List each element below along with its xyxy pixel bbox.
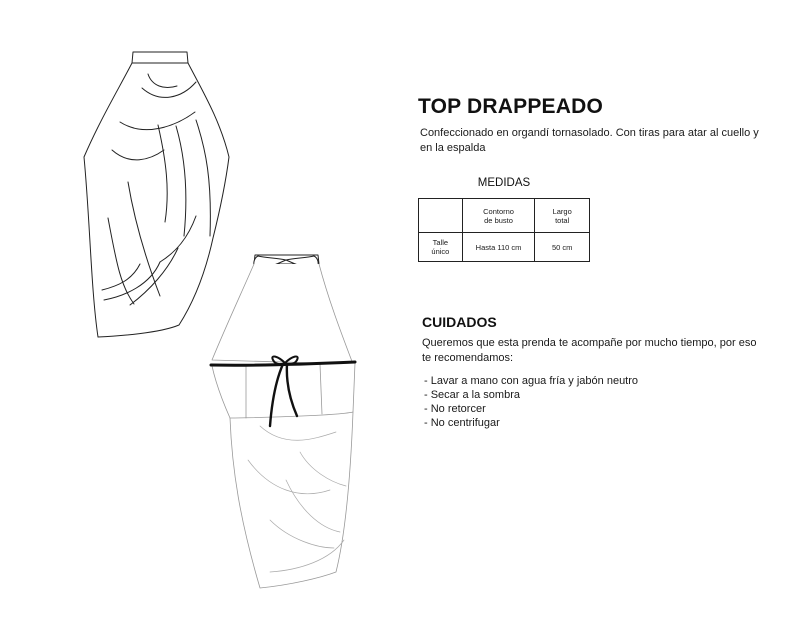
care-item: - No retorcer bbox=[424, 403, 486, 415]
product-description: Confeccionado en organdí tornasolado. Co… bbox=[420, 127, 759, 154]
measures-row: Talle único Hasta 110 cm 50 cm bbox=[418, 232, 590, 262]
product-title: TOP DRAPPEADO bbox=[418, 95, 604, 118]
care-intro: Queremos que esta prenda te acompañe por… bbox=[422, 337, 757, 364]
measures-header-row: Contorno de busto Largo total bbox=[418, 198, 590, 233]
care-heading: CUIDADOS bbox=[422, 314, 497, 330]
front-view-drawing bbox=[83, 51, 230, 338]
measures-cell: 50 cm bbox=[534, 232, 590, 262]
back-view-drawing bbox=[209, 254, 357, 589]
measures-cell: Talle único bbox=[418, 232, 463, 262]
care-list: - Lavar a mano con agua fría y jabón neu… bbox=[424, 374, 638, 430]
care-item: - No centrifugar bbox=[424, 417, 500, 429]
measures-header-cell: Contorno de busto bbox=[461, 198, 536, 233]
care-item: - Secar a la sombra bbox=[424, 389, 520, 401]
measures-header-cell bbox=[418, 198, 463, 233]
measures-heading: MEDIDAS bbox=[477, 177, 531, 189]
measures-cell: Hasta 110 cm bbox=[461, 232, 536, 262]
measures-header-cell: Largo total bbox=[534, 198, 590, 233]
measures-table: Contorno de busto Largo total Talle únic… bbox=[418, 198, 590, 262]
care-item: - Lavar a mano con agua fría y jabón neu… bbox=[424, 375, 639, 387]
